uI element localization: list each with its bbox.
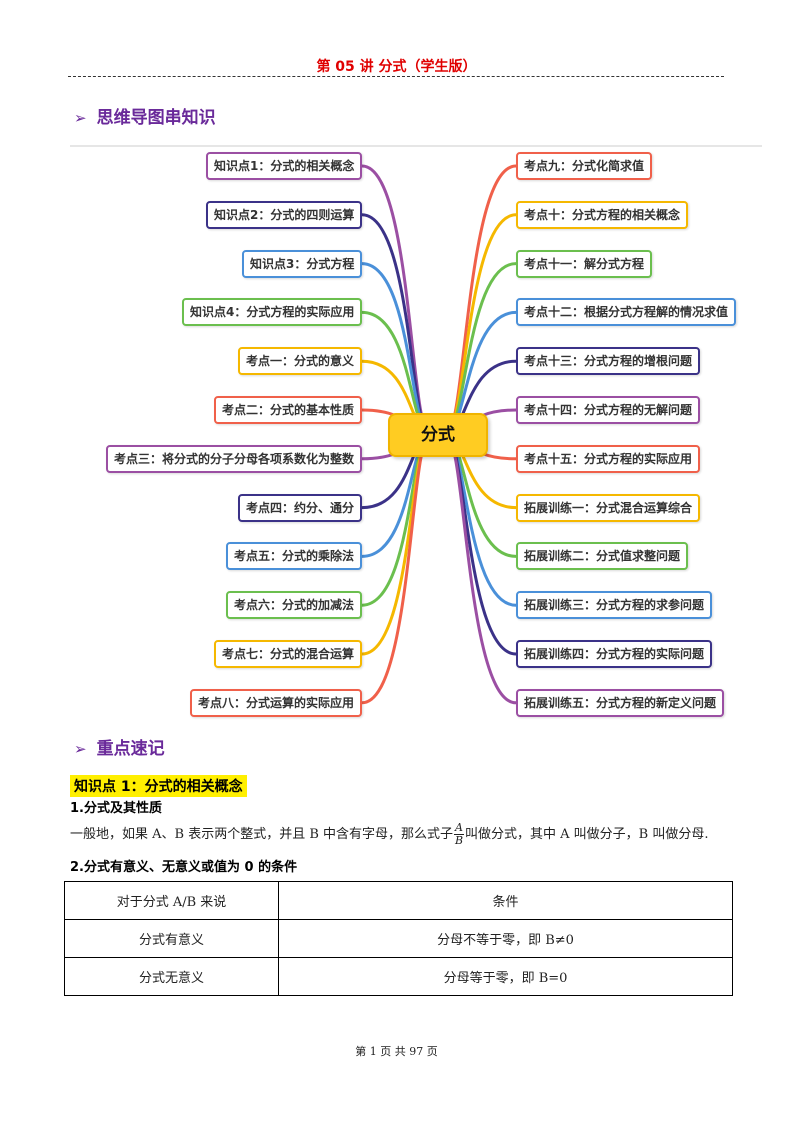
mindmap-node: 考点六：分式的加减法	[226, 591, 363, 620]
mindmap-node: 考点四：约分、通分	[238, 493, 363, 522]
subheading-definition: 1.分式及其性质	[70, 801, 162, 816]
subheading-conditions: 2.分式有意义、无意义或值为 0 的条件	[70, 860, 298, 875]
mindmap-node: 知识点3：分式方程	[242, 249, 363, 278]
mindmap-divider	[70, 145, 762, 147]
mindmap-node: 考点一：分式的意义	[238, 347, 363, 376]
mindmap-center-node: 分式	[388, 413, 488, 457]
definition-text-after: 叫做分式，其中 A 叫做分子，B 叫做分母.	[464, 827, 709, 842]
table-cell: 分母不等于零，即 B≠0	[278, 919, 733, 958]
mindmap-node: 拓展训练四：分式方程的实际问题	[516, 640, 713, 668]
mindmap-node: 考点十二：根据分式方程解的情况求值	[516, 298, 737, 327]
section-heading-keypoints: ➢ 重点速记	[74, 734, 165, 759]
fraction-denominator: B	[454, 834, 464, 847]
definition-text-before: 一般地，如果 A、B 表示两个整式，并且 B 中含有字母，那么式子	[70, 827, 454, 842]
fraction-numerator: A	[454, 821, 464, 835]
mindmap-node: 拓展训练三：分式方程的求参问题	[516, 591, 713, 620]
table-header-cell: 对于分式 A/B 来说	[64, 881, 279, 920]
mindmap-node: 考点五：分式的乘除法	[226, 542, 363, 571]
mindmap-node: 拓展训练一：分式混合运算综合	[516, 493, 701, 522]
section-heading-mindmap: ➢ 思维导图串知识	[74, 103, 216, 128]
table-cell: 分式有意义	[64, 919, 279, 958]
section-title: 重点速记	[96, 739, 165, 759]
mindmap-node: 考点十一：解分式方程	[516, 249, 653, 278]
mindmap-node: 考点十：分式方程的相关概念	[516, 200, 689, 229]
mindmap-node: 拓展训练二：分式值求整问题	[516, 542, 689, 571]
page-header-title: 第 05 讲 分式（学生版）	[316, 59, 477, 75]
mindmap-node: 考点八：分式运算的实际应用	[190, 688, 363, 717]
mindmap-node: 考点三：将分式的分子分母各项系数化为整数	[106, 444, 363, 473]
mindmap-node: 知识点2：分式的四则运算	[206, 200, 363, 229]
mindmap-node: 知识点4：分式方程的实际应用	[182, 298, 363, 327]
mindmap-node: 考点七：分式的混合运算	[214, 640, 363, 668]
mindmap-node: 拓展训练五：分式方程的新定义问题	[516, 688, 725, 717]
table-header-cell: 条件	[278, 881, 733, 920]
table-header-row: 对于分式 A/B 来说 条件	[64, 881, 733, 920]
knowledge-point-title: 知识点 1：分式的相关概念	[70, 775, 247, 797]
table-row: 分式无意义 分母等于零，即 B=0	[64, 957, 733, 996]
page-footer: 第 1 页 共 97 页	[355, 1045, 438, 1058]
mindmap-node: 知识点1：分式的相关概念	[206, 152, 363, 180]
mindmap-branch	[444, 164, 518, 437]
mindmap-node: 考点十五：分式方程的实际应用	[516, 444, 701, 473]
mindmap-node: 考点十四：分式方程的无解问题	[516, 396, 701, 424]
arrow-icon: ➢	[74, 740, 87, 758]
table-cell: 分式无意义	[64, 957, 279, 996]
mindmap-node: 考点十三：分式方程的增根问题	[516, 347, 701, 376]
mindmap-node: 考点二：分式的基本性质	[214, 396, 363, 424]
arrow-icon: ➢	[74, 109, 87, 127]
header-divider	[68, 76, 724, 77]
mindmap-branch	[444, 433, 518, 705]
table-row: 分式有意义 分母不等于零，即 B≠0	[64, 919, 733, 958]
conditions-table: 对于分式 A/B 来说 条件 分式有意义 分母不等于零，即 B≠0 分式无意义 …	[64, 881, 733, 996]
table-cell: 分母等于零，即 B=0	[278, 957, 733, 996]
mindmap: 知识点1：分式的相关概念知识点2：分式的四则运算知识点3：分式方程知识点4：分式…	[0, 140, 793, 730]
mindmap-node: 考点九：分式化简求值	[516, 152, 653, 180]
section-title: 思维导图串知识	[96, 108, 216, 128]
